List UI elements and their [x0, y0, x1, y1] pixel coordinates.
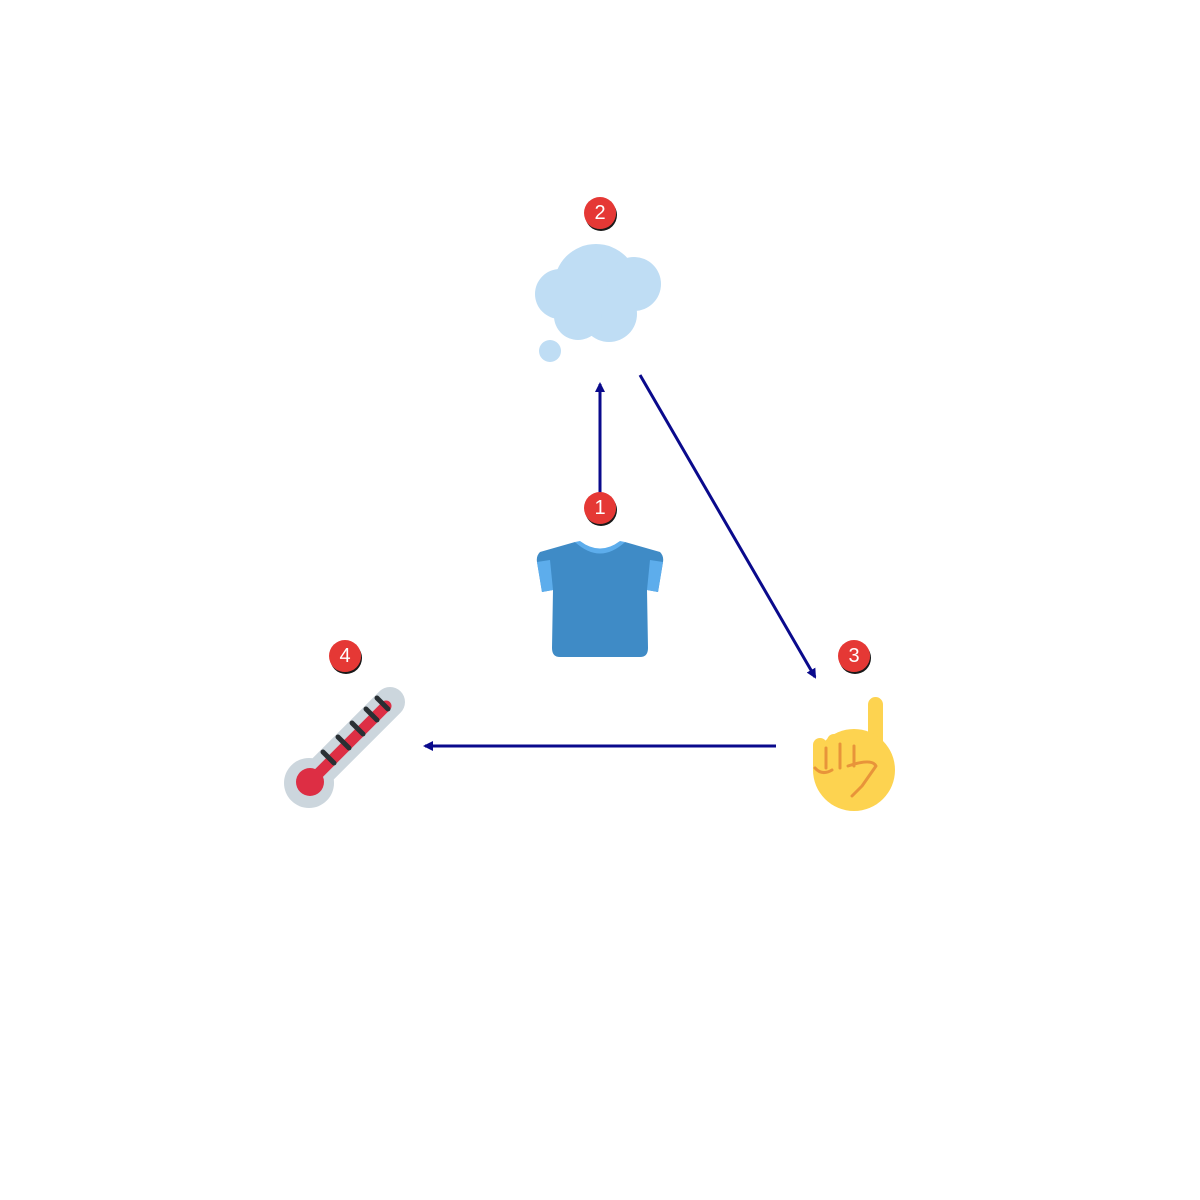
node-shirt: 1 [536, 492, 664, 657]
badge-4: 4 [329, 640, 361, 672]
node-hand: 3 [813, 640, 895, 811]
badge-1: 1 [584, 492, 616, 524]
badge-4-label: 4 [339, 645, 350, 667]
edge-thought-to-hand [638, 374, 817, 679]
thought-bubble-icon [535, 244, 661, 362]
badge-3-label: 3 [848, 645, 859, 667]
node-thermometer: 4 [284, 640, 405, 808]
edges [423, 374, 817, 751]
badge-3: 3 [838, 640, 870, 672]
badge-1-label: 1 [594, 497, 605, 519]
t-shirt-icon [536, 541, 664, 657]
thermometer-icon [284, 687, 405, 808]
node-thought: 2 [535, 197, 661, 362]
badge-2: 2 [584, 197, 616, 229]
badge-2-label: 2 [594, 202, 605, 224]
index-pointing-up-icon [813, 697, 895, 811]
